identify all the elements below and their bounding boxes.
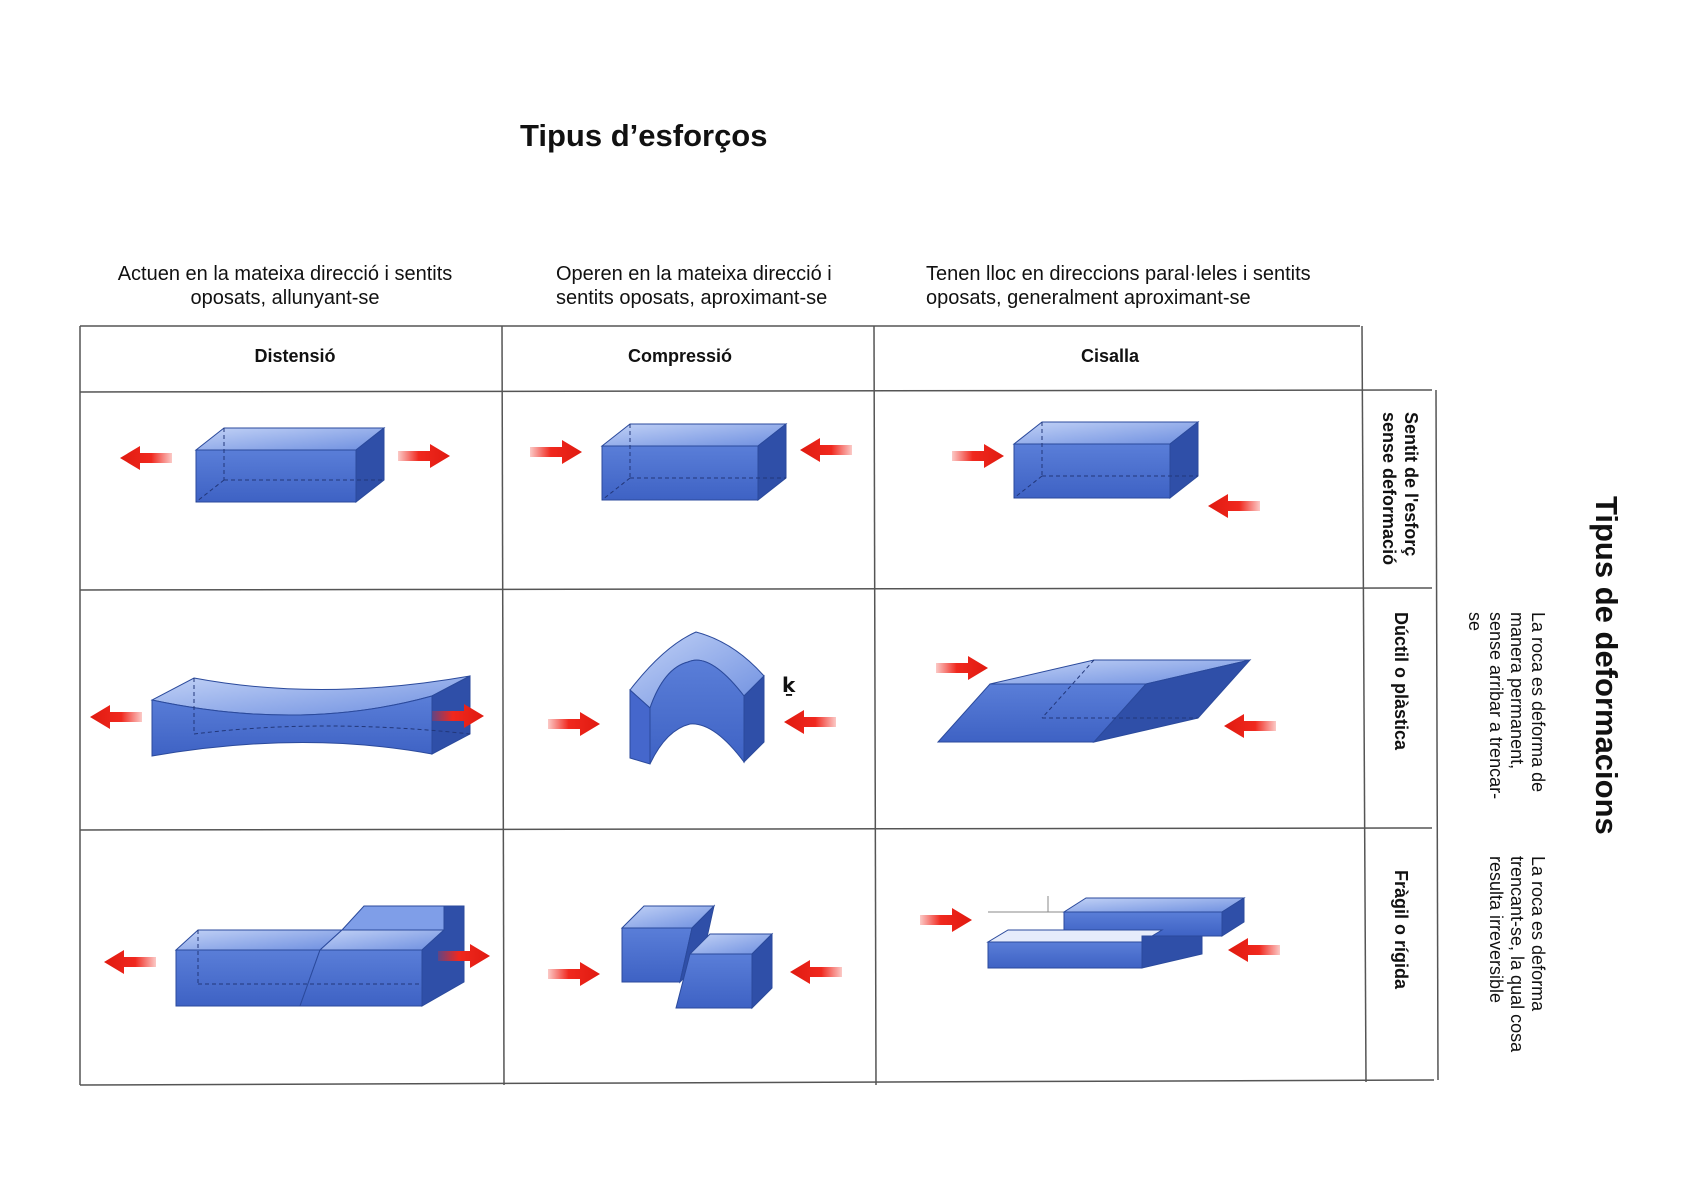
- left-arrow-icon: [1208, 494, 1260, 518]
- left-arrow-icon: [120, 446, 172, 470]
- left-arrow-icon: [1228, 938, 1280, 962]
- diagram-shear-undeformed: [952, 420, 1260, 518]
- right-arrow-icon: [438, 944, 490, 968]
- row-label-no-deformation: Sentit de l'esforç sense deformació: [1379, 412, 1421, 566]
- right-arrow-icon: [530, 440, 582, 464]
- left-arrow-icon: [784, 710, 836, 734]
- diagram-distension-undeformed: [120, 426, 450, 504]
- annotation-mark: ḵ: [782, 673, 796, 697]
- row-description-ductile: La roca es deforma de manera permanent, …: [1465, 612, 1548, 800]
- right-arrow-icon: [398, 444, 450, 468]
- diagram-distension-ductile: [90, 675, 484, 757]
- row-label-ductile: Dúctil o plàstica: [1391, 612, 1411, 751]
- right-arrow-icon: [548, 962, 600, 986]
- right-arrow-icon: [432, 704, 484, 728]
- left-arrow-icon: [800, 438, 852, 462]
- diagram-compression-brittle: [548, 904, 842, 1010]
- right-arrow-icon: [936, 656, 988, 680]
- left-arrow-icon: [90, 705, 142, 729]
- row-description-brittle: La roca es deforma trencant-se, la qual …: [1486, 856, 1548, 1053]
- diagram-distension-brittle: [104, 905, 490, 1007]
- description-compression: Operen en la mateixa direcció i sentits …: [556, 263, 832, 309]
- left-arrow-icon: [790, 960, 842, 984]
- right-arrow-icon: [548, 712, 600, 736]
- description-distension: Actuen en la mateixa direcció i sentits …: [117, 263, 453, 309]
- diagram-compression-undeformed: [530, 422, 852, 502]
- side-title: Tipus de deformacions: [1589, 496, 1624, 835]
- left-arrow-icon: [104, 950, 156, 974]
- right-arrow-icon: [952, 444, 1004, 468]
- diagram-shear-brittle: [920, 896, 1280, 969]
- diagram-compression-ductile: ḵ: [548, 631, 836, 765]
- column-header-distension: Distensió: [254, 346, 336, 366]
- description-shear: Tenen lloc en direccions paral·leles i s…: [926, 263, 1311, 309]
- row-label-brittle: Fràgil o rígida: [1391, 870, 1411, 990]
- column-header-shear: Cisalla: [1080, 346, 1140, 366]
- right-arrow-icon: [920, 908, 972, 932]
- diagram-shear-ductile: [936, 656, 1276, 743]
- page-title: Tipus d’esforços: [520, 118, 768, 153]
- left-arrow-icon: [1224, 714, 1276, 738]
- column-header-compression: Compressió: [627, 346, 733, 366]
